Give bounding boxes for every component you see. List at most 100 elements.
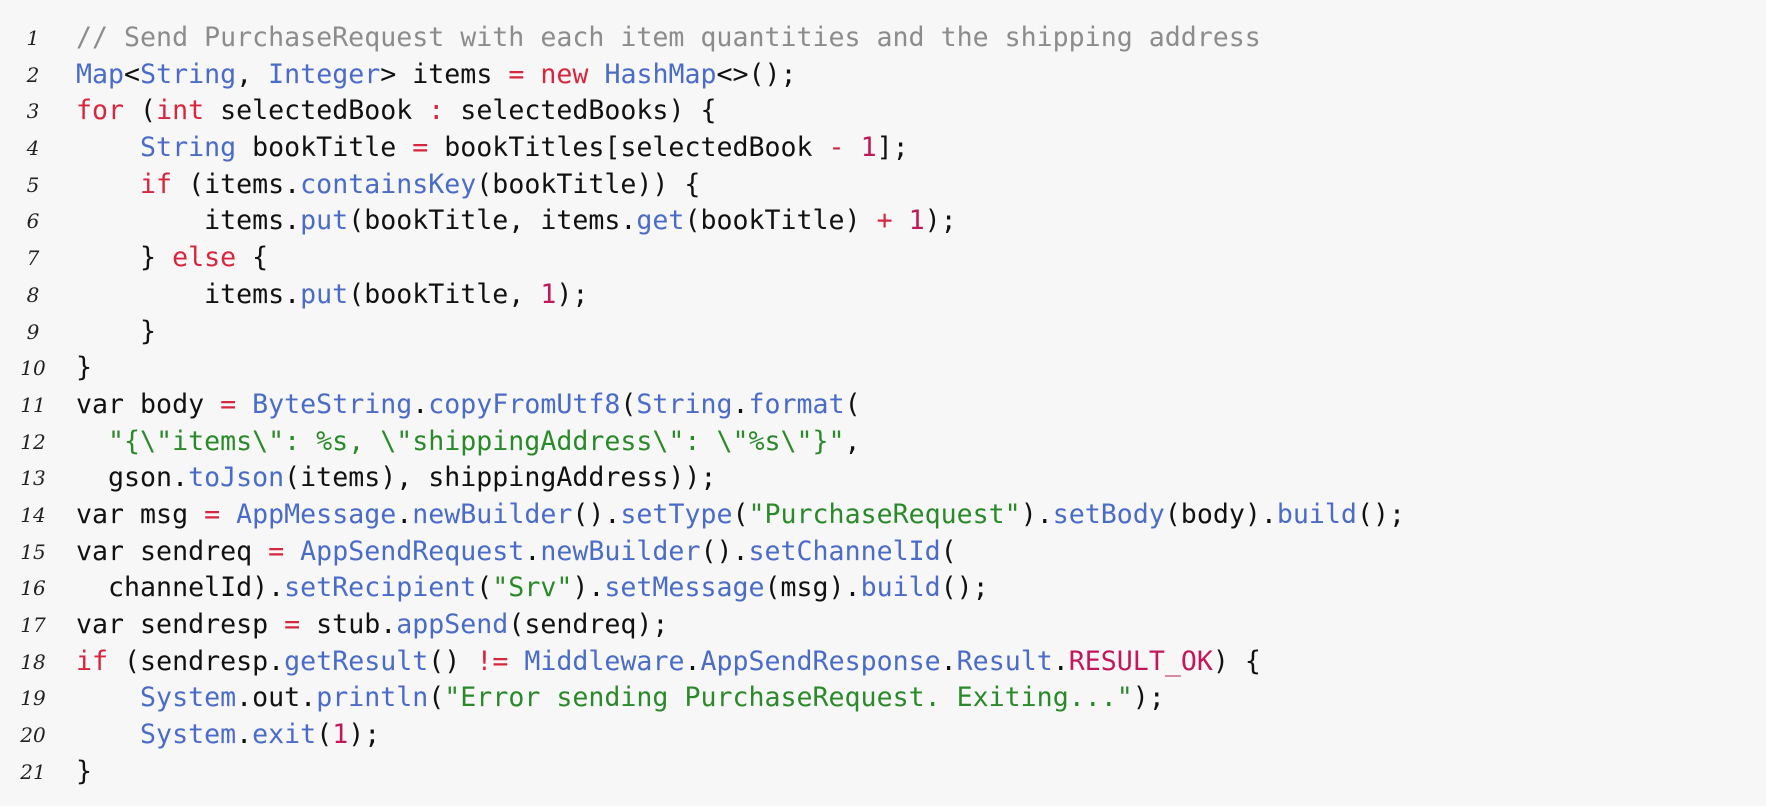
code-token: AppSendRequest xyxy=(300,535,525,567)
code-token xyxy=(220,499,236,530)
code-token: Middleware xyxy=(524,645,685,677)
code-token: . xyxy=(1052,645,1069,677)
line-number: 20 xyxy=(20,723,46,748)
code-token xyxy=(284,536,300,567)
line-code: } xyxy=(76,314,156,351)
line-number: 16 xyxy=(20,576,46,601)
code-token: } xyxy=(76,755,93,787)
code-token: = xyxy=(204,498,221,530)
line-code: } xyxy=(76,350,92,387)
code-token: items. xyxy=(76,205,301,237)
code-token: (items), shippingAddress)); xyxy=(284,462,717,494)
line-code: System.out.println("Error sending Purcha… xyxy=(76,680,1165,717)
code-token: = xyxy=(508,58,525,90)
code-token: (bookTitle)) { xyxy=(476,168,701,200)
code-token: toJson xyxy=(188,462,285,494)
line-code: var body = ByteString.copyFromUtf8(Strin… xyxy=(76,387,861,424)
code-token: stub. xyxy=(300,609,397,640)
code-token: ) { xyxy=(1212,645,1261,677)
code-token: setMessage xyxy=(604,572,765,604)
code-token: println xyxy=(316,682,429,714)
code-token: newBuilder xyxy=(412,498,573,530)
code-token: } xyxy=(76,315,157,347)
line-number: 12 xyxy=(20,429,46,454)
line-number: 2 xyxy=(26,62,40,87)
code-token: . xyxy=(684,645,701,677)
code-token: } xyxy=(76,242,173,274)
code-line: 12 "{\"items\": %s, \"shippingAddress\":… xyxy=(0,424,1766,461)
code-token: selectedBook xyxy=(204,95,429,127)
code-line: 4 String bookTitle = bookTitles[selected… xyxy=(0,130,1766,167)
code-token: if xyxy=(76,645,109,677)
code-token: 1 xyxy=(908,205,925,237)
code-token: else xyxy=(172,242,237,274)
code-token xyxy=(524,59,540,90)
code-token: System xyxy=(140,719,237,751)
line-number: 1 xyxy=(26,26,40,50)
line-number: 10 xyxy=(20,356,46,381)
code-token: var msg xyxy=(76,498,205,530)
code-token xyxy=(588,59,604,90)
line-number: 19 xyxy=(20,686,46,711)
code-token: (bookTitle) xyxy=(684,205,877,237)
code-token: (sendresp. xyxy=(108,645,285,677)
code-token: <>(); xyxy=(716,58,797,90)
line-code: System.exit(1); xyxy=(76,717,380,754)
code-token: channelId). xyxy=(76,572,285,604)
code-token: ); xyxy=(1132,682,1165,714)
code-token: - xyxy=(828,132,845,164)
line-code: items.put(bookTitle, 1); xyxy=(76,277,588,314)
line-code: } xyxy=(76,754,92,791)
code-token: (sendreq); xyxy=(508,609,669,640)
code-token: (); xyxy=(1356,498,1405,530)
code-token: ByteString xyxy=(252,388,413,420)
code-token: ( xyxy=(316,719,333,751)
code-token: . xyxy=(396,498,413,530)
code-token: RESULT_OK xyxy=(1068,645,1213,677)
code-token: // Send PurchaseRequest with each item q… xyxy=(76,22,1261,53)
code-token xyxy=(76,169,140,200)
code-token: setBody xyxy=(1052,498,1165,530)
code-token: containsKey xyxy=(300,168,477,200)
code-token: . xyxy=(236,719,253,751)
code-token xyxy=(76,426,108,457)
code-token: . xyxy=(524,535,541,567)
code-token: (bookTitle, xyxy=(348,278,541,310)
code-token: items. xyxy=(76,278,301,310)
code-token: build xyxy=(860,572,941,604)
code-token xyxy=(893,205,909,236)
code-token: bookTitles[selectedBook xyxy=(428,132,829,164)
code-token: setType xyxy=(620,498,733,530)
code-token: : xyxy=(428,95,445,127)
code-token: ( xyxy=(476,572,493,604)
code-token: = xyxy=(284,609,301,640)
code-line: 5 if (items.containsKey(bookTitle)) { xyxy=(0,167,1766,204)
code-token: ( xyxy=(844,388,861,420)
line-number: 3 xyxy=(26,99,40,124)
code-token: + xyxy=(876,205,893,237)
code-token: ). xyxy=(1020,498,1053,530)
code-token: var sendresp xyxy=(76,609,285,640)
code-token xyxy=(508,646,524,677)
code-token: System xyxy=(140,682,237,714)
code-token: 1 xyxy=(332,719,349,751)
code-token: build xyxy=(1276,498,1357,530)
code-token: . xyxy=(732,388,749,420)
code-token: != xyxy=(476,645,509,677)
code-token: (). xyxy=(700,535,749,567)
code-token: gson. xyxy=(76,462,189,494)
code-token: format xyxy=(748,388,845,420)
code-token: ); xyxy=(556,278,589,310)
code-line: 8 items.put(bookTitle, 1); xyxy=(0,277,1766,314)
code-token: "Error sending PurchaseRequest. Exiting.… xyxy=(444,682,1133,714)
code-token: Map xyxy=(76,58,125,90)
code-token: HashMap xyxy=(604,58,717,90)
line-code: var sendreq = AppSendRequest.newBuilder(… xyxy=(76,534,957,571)
